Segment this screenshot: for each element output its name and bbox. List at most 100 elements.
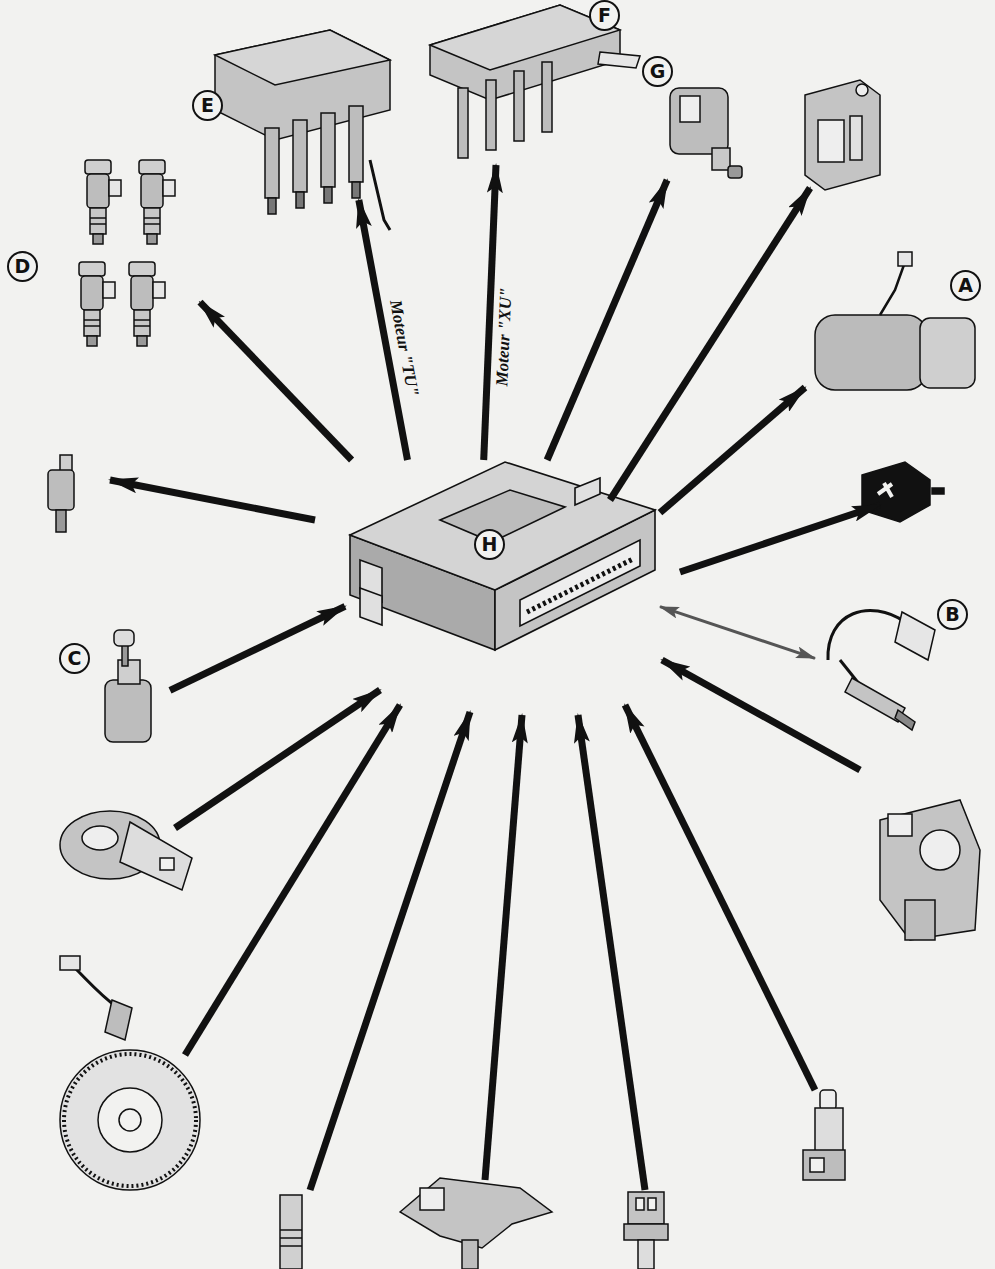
idle-valve-part (728, 166, 742, 178)
fuel-pump-part (880, 262, 905, 315)
knock-sensor-part (82, 826, 118, 850)
module-sensor (805, 80, 880, 190)
canister-valve-part (932, 488, 944, 494)
signal-arrows-part (175, 690, 380, 828)
signal-arrow (547, 180, 667, 460)
ignition-coil-pack-part (215, 30, 390, 85)
signal-arrows-part (680, 505, 880, 572)
pressure-sensor-part (400, 1178, 552, 1248)
coolant-temp-sensor-part (628, 1192, 664, 1224)
ignition-coil-pack-part (296, 192, 304, 208)
ignition-switch-part (114, 630, 134, 646)
signal-arrows-part (610, 188, 810, 500)
fuel-pump (815, 252, 975, 390)
ignition-rail-part (542, 62, 552, 132)
signal-arrows-part (485, 715, 522, 1180)
crank-sensor-part (119, 1109, 141, 1131)
injectors-part (129, 262, 165, 346)
small-injector-part (48, 470, 74, 510)
callout-letter: E (192, 90, 223, 121)
ignition-rail-part (598, 52, 640, 68)
throttle-sensor-part (880, 800, 980, 940)
signal-arrows-part (310, 712, 470, 1190)
crank-sensor-part (60, 956, 80, 970)
idle-valve-part (670, 88, 728, 154)
ecu-housing (350, 462, 655, 650)
oxygen-sensor-part (895, 612, 935, 660)
ecu-housing-part (520, 540, 640, 626)
coolant-temp-sensor (624, 1192, 668, 1269)
ignition-rail-part (458, 88, 468, 158)
speed-sensor-part (280, 1195, 302, 1269)
crank-sensor-part (98, 1088, 162, 1152)
callout-letter: H (474, 529, 505, 560)
pressure-sensor (400, 1178, 552, 1269)
ignition-coil-pack-part (293, 120, 307, 192)
air-temp-sensor-part (810, 1158, 824, 1172)
throttle-sensor-part (920, 830, 960, 870)
throttle-sensor-part (905, 900, 935, 940)
air-temp-sensor-part (820, 1090, 836, 1110)
ignition-coil-pack-part (268, 198, 276, 214)
small-injector-part (56, 510, 66, 532)
small-injector (48, 455, 74, 532)
ignition-switch-part (105, 680, 151, 742)
module-sensor-part (818, 120, 844, 162)
idle-valve-part (680, 96, 700, 122)
pressure-sensor-part (462, 1240, 478, 1269)
signal-arrow (200, 302, 352, 460)
pressure-sensor-part (420, 1188, 444, 1210)
callout-letter: B (937, 599, 968, 630)
ignition-coil-pack-part (352, 182, 360, 198)
signal-arrows-part (625, 705, 815, 1090)
signal-arrows-part (662, 660, 860, 770)
ignition-rail-part (514, 71, 524, 141)
throttle-sensor (880, 800, 980, 940)
ignition-switch-part (122, 644, 128, 666)
canister-valve-part (878, 483, 892, 497)
ignition-rail-part (486, 80, 496, 150)
component-node: A (805, 255, 985, 395)
module-sensor-part (856, 84, 868, 96)
component-node: G (640, 55, 750, 180)
speed-sensor-part (280, 1245, 302, 1247)
component-node: D (5, 215, 200, 345)
engine-label: Moteur "TU" (385, 298, 423, 398)
injectors-part (85, 160, 121, 244)
ignition-switch (105, 630, 151, 742)
ecu-housing-part (360, 588, 382, 625)
idle-valve-part (712, 148, 730, 170)
speed-sensor-part (280, 1229, 302, 1231)
signal-arrow (170, 606, 345, 690)
idle-valve (670, 88, 742, 178)
signal-arrows (110, 188, 880, 1190)
ecu-node: H (345, 460, 660, 655)
ignition-coil-pack-part (349, 106, 363, 182)
ecu-housing-part (527, 559, 633, 612)
callout-letter: F (589, 0, 620, 31)
oxygen-sensor (828, 611, 935, 730)
signal-arrow (484, 165, 496, 460)
injectors-part (139, 160, 175, 244)
knock-sensor (60, 811, 192, 890)
crank-sensor-part (60, 1050, 200, 1190)
signal-arrows-part (110, 480, 315, 520)
fuel-pump-part (920, 318, 975, 388)
module-sensor-part (805, 80, 880, 190)
callout-letter: G (642, 56, 673, 87)
oxygen-sensor-part (828, 611, 905, 660)
speed-sensor (280, 1195, 302, 1269)
throttle-sensor-part (888, 814, 912, 836)
speed-sensor-part (280, 1237, 302, 1239)
crank-sensor-part (64, 1054, 196, 1186)
oxygen-sensor-part (895, 710, 915, 730)
coolant-temp-sensor-part (638, 1240, 654, 1269)
component-node: E (190, 30, 395, 200)
coolant-temp-sensor-part (636, 1198, 644, 1210)
coolant-temp-sensor-part (648, 1198, 656, 1210)
component-node: F (430, 0, 625, 165)
air-temp-sensor (803, 1090, 845, 1180)
injectors (79, 160, 175, 346)
